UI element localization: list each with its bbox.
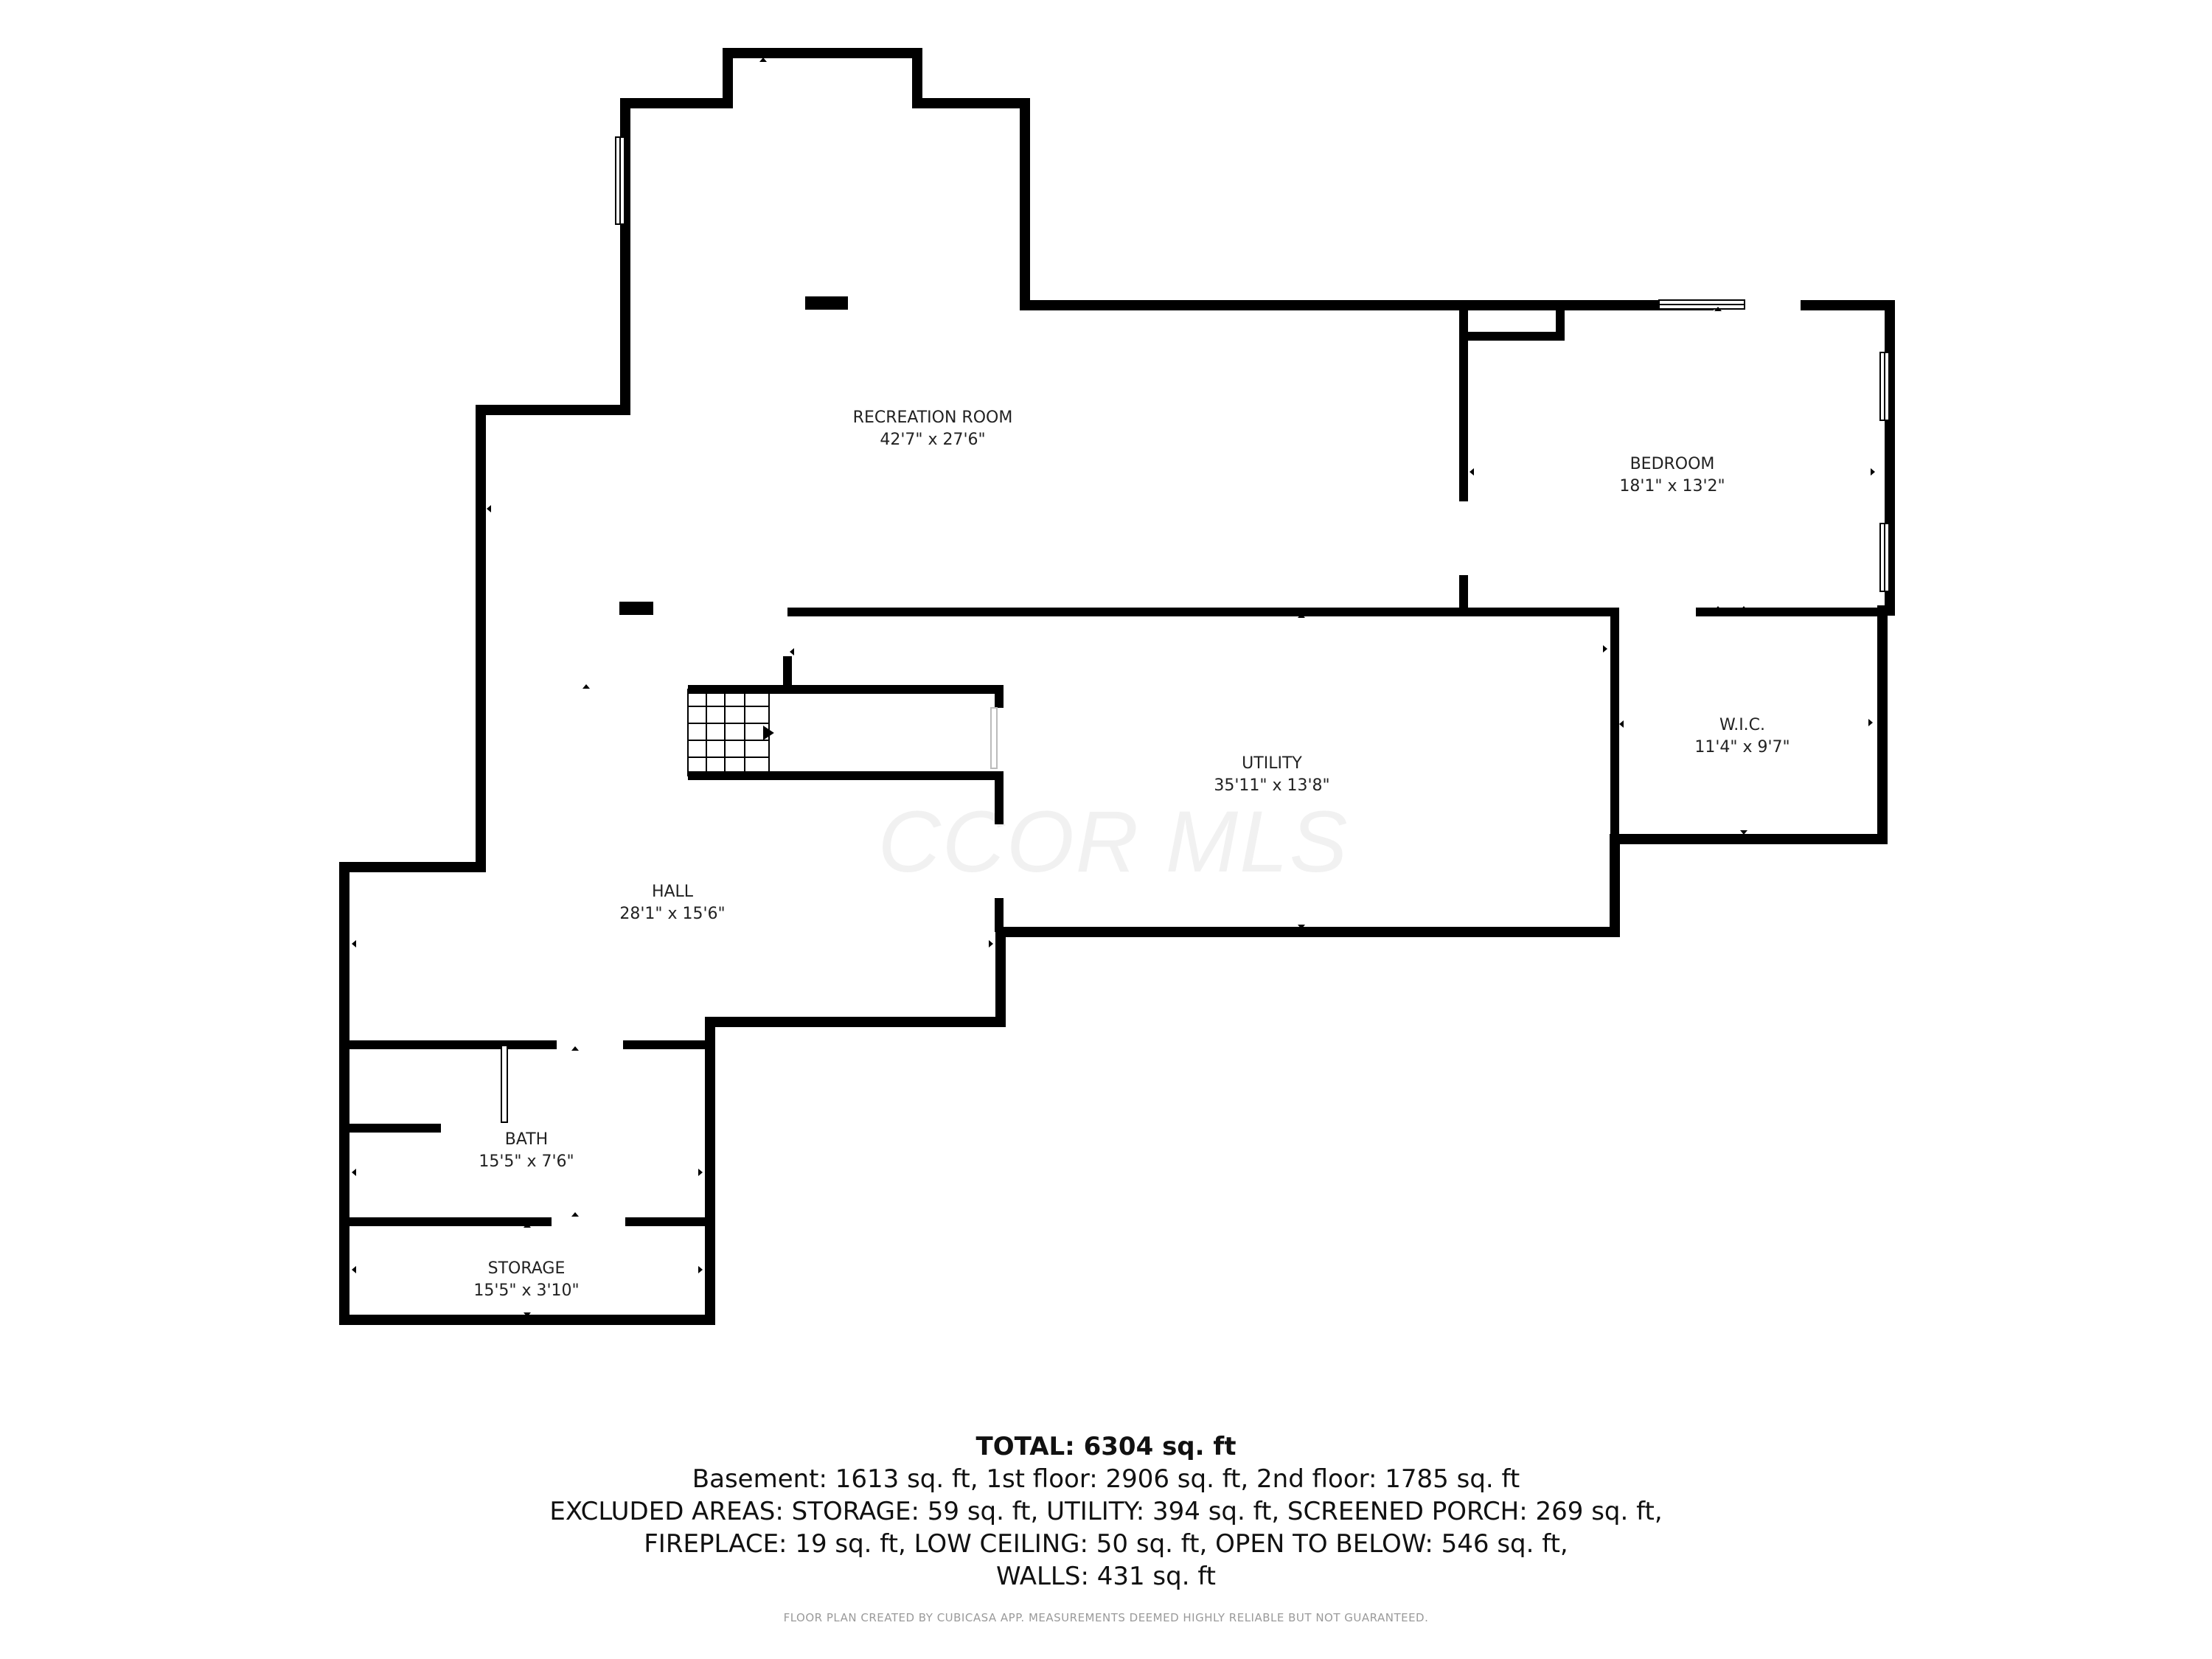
excluded-areas-line-3: WALLS: 431 sq. ft (995, 1562, 1217, 1591)
room-dims-wic: 11'4" x 9'7" (1694, 738, 1790, 757)
room-dims-utility: 35'11" x 13'8" (1214, 776, 1329, 795)
windows (615, 136, 1890, 769)
room-dims-bedroom: 18'1" x 13'2" (1619, 477, 1725, 495)
room-name-wic: W.I.C. (1719, 716, 1765, 734)
room-name-recreation: RECREATION ROOM (853, 408, 1013, 427)
excluded-areas-line-2: FIREPLACE: 19 sq. ft, LOW CEILING: 50 sq… (644, 1529, 1568, 1559)
area-summary: TOTAL: 6304 sq. ft Basement: 1613 sq. ft… (0, 1430, 2212, 1593)
exterior-walls (339, 48, 1895, 1325)
room-name-hall: HALL (652, 883, 694, 901)
room-name-storage: STORAGE (488, 1259, 566, 1278)
stairs (687, 689, 774, 776)
total-area: TOTAL: 6304 sq. ft (975, 1432, 1237, 1461)
room-dims-bath: 15'5" x 7'6" (479, 1152, 574, 1171)
room-dims-storage: 15'5" x 3'10" (473, 1281, 579, 1300)
disclaimer-footnote: FLOOR PLAN CREATED BY CUBICASA APP. MEAS… (783, 1611, 1429, 1624)
room-dims-recreation: 42'7" x 27'6" (880, 431, 985, 449)
room-dims-hall: 28'1" x 15'6" (619, 905, 725, 923)
room-name-utility: UTILITY (1242, 754, 1302, 773)
floor-areas: Basement: 1613 sq. ft, 1st floor: 2906 s… (692, 1464, 1520, 1494)
door-markers (352, 58, 1875, 1317)
interior-walls (344, 305, 1882, 1226)
fixtures (501, 296, 848, 1123)
room-name-bedroom: BEDROOM (1630, 455, 1715, 473)
excluded-areas-line-1: EXCLUDED AREAS: STORAGE: 59 sq. ft, UTIL… (549, 1497, 1663, 1526)
watermark: CCOR MLS (878, 793, 1349, 891)
room-name-bath: BATH (505, 1130, 548, 1149)
